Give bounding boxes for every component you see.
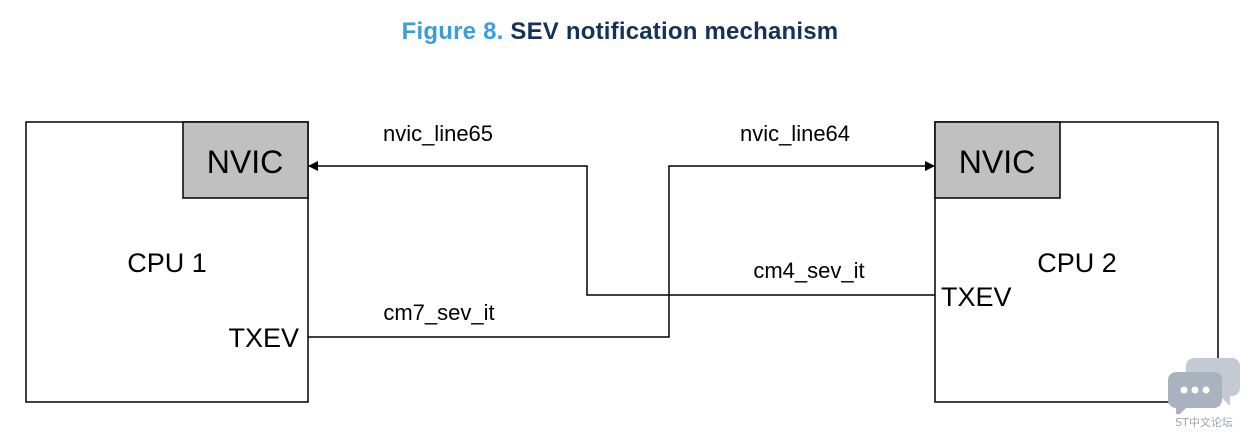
cm7-sev-it-label: cm7_sev_it xyxy=(383,300,494,325)
nvic-line65-label: nvic_line65 xyxy=(383,121,493,146)
cpu1-txev-label: TXEV xyxy=(228,323,299,353)
cpu1-nvic-label: NVIC xyxy=(207,144,283,180)
forum-watermark: ST中文论坛 xyxy=(1166,356,1242,436)
cpu2-nvic-label: NVIC xyxy=(959,144,1035,180)
cpu1-block: NVIC CPU 1 TXEV xyxy=(25,121,309,403)
figure-title: SEV notification mechanism xyxy=(510,18,839,45)
cpu1-label: CPU 1 xyxy=(127,248,207,278)
cpu2-nvic-box xyxy=(934,121,1061,199)
cpu1-nvic-box xyxy=(182,121,309,199)
cpu2-block: NVIC CPU 2 TXEV xyxy=(934,121,1219,403)
watermark-label: ST中文论坛 xyxy=(1175,416,1233,429)
figure-caption: Figure 8. SEV notification mechanism xyxy=(0,18,1240,46)
cm4-sev-it-label: cm4_sev_it xyxy=(753,258,864,283)
cm4-sev-connection-line xyxy=(308,161,935,296)
cpu2-label: CPU 2 xyxy=(1037,248,1117,278)
chat-bubbles-icon xyxy=(1168,358,1240,418)
cm7-sev-connection-line xyxy=(308,161,935,338)
nvic-line64-label: nvic_line64 xyxy=(740,121,850,146)
figure-number: Figure 8. xyxy=(401,18,504,45)
cpu2-txev-label: TXEV xyxy=(941,282,1012,312)
